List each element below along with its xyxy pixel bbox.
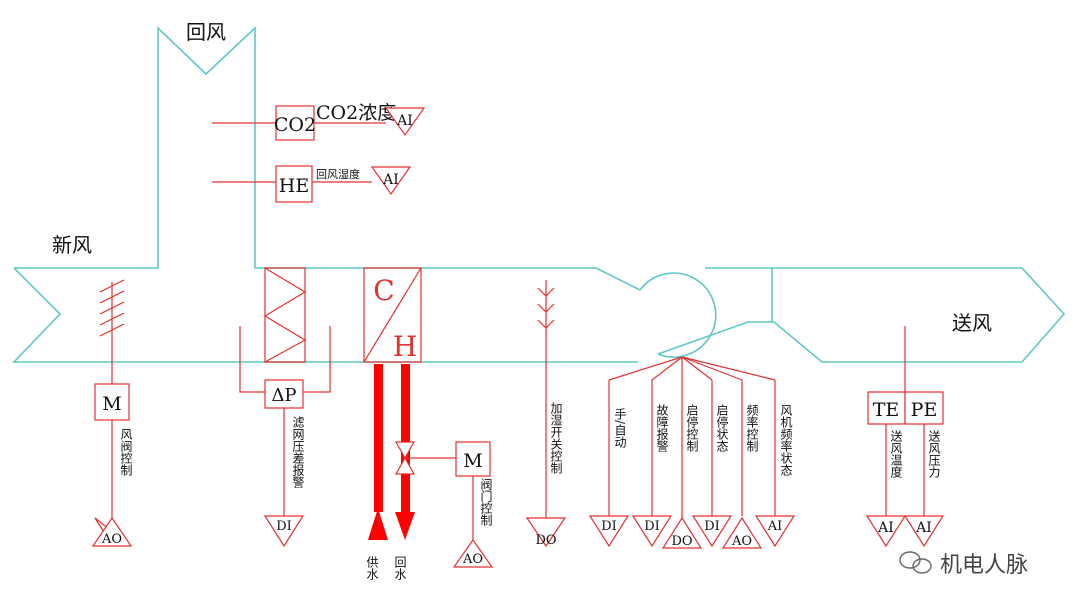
- filter: ΔP 滤网压差报警 DI: [239, 267, 331, 548]
- return-air-label: 回风: [186, 20, 226, 44]
- humidity-box-label: HE: [279, 175, 309, 197]
- fault-alarm-label: 故障报警: [655, 403, 669, 452]
- heating-label: H: [393, 330, 417, 363]
- start-stop-do-point: DO: [671, 534, 692, 549]
- damper-control-label: 风阀控制: [119, 428, 133, 476]
- co2-ai-point: AI: [396, 113, 413, 129]
- fan-signals: 手/自动 故障报警 启停控制 启停状态 频率控制 风机频率状态 DI DI DO…: [588, 356, 796, 549]
- humidifier: 加湿开关控制 DO: [525, 280, 567, 548]
- hand-auto-di-point: DI: [601, 519, 617, 534]
- return-humidity-label: 回风湿度: [316, 167, 360, 181]
- frequency-ao-point: AO: [731, 534, 752, 549]
- valve-icon: [394, 441, 416, 460]
- air-duct: [12, 26, 1066, 363]
- run-status-label: 启停状态: [715, 404, 729, 452]
- control-valve: M 阀门控制 AO: [394, 441, 494, 568]
- supply-air-label: 送风: [952, 311, 992, 335]
- supply-pressure-box-label: PE: [911, 399, 938, 421]
- diff-pressure-label: ΔP: [271, 385, 296, 406]
- run-status-di-point: DI: [704, 519, 720, 534]
- fan-frequency-status-label: 风机频率状态: [779, 404, 793, 476]
- valve-motor-label: M: [463, 450, 482, 472]
- watermark: 机电人脉: [899, 551, 1028, 578]
- valve-control-label: 阀门控制: [479, 478, 493, 526]
- supply-pressure-label: 送风压力: [927, 429, 941, 479]
- start-stop-control-label: 启停控制: [685, 404, 699, 452]
- humidifier-switch-label: 加湿开关控制: [549, 402, 563, 474]
- humidifier-do-point: DO: [535, 533, 556, 548]
- valve-ao-point: AO: [462, 552, 483, 567]
- frequency-control-label: 频率控制: [745, 404, 759, 452]
- filter-di-point: DI: [276, 519, 292, 534]
- supply-temp-ai-point: AI: [877, 520, 894, 536]
- co2-concentration-label: CO2浓度: [316, 102, 396, 124]
- return-water-label: 回水: [393, 556, 407, 580]
- supply-pressure-ai-point: AI: [915, 520, 932, 536]
- fresh-air-damper: M 风阀控制 AO: [91, 279, 133, 547]
- cooling-heating-coil: C H: [363, 267, 422, 363]
- supply-temp-label: 送风温度: [889, 429, 903, 478]
- co2-sensor: CO2 CO2浓度 AI: [212, 102, 426, 141]
- cooling-label: C: [373, 274, 394, 307]
- supply-water-arrow: [368, 508, 388, 540]
- wechat-icon: [899, 551, 932, 574]
- humidity-ai-point: AI: [382, 172, 399, 188]
- co2-box-label: CO2: [274, 114, 316, 136]
- watermark-text: 机电人脉: [940, 553, 1028, 578]
- supply-temp-box-label: TE: [873, 399, 900, 421]
- damper-motor-label: M: [102, 393, 121, 415]
- fault-di-point: DI: [644, 519, 660, 534]
- supply-water-label: 供水: [365, 556, 379, 580]
- fresh-air-label: 新风: [52, 233, 92, 257]
- filter-alarm-label: 滤网压差报警: [291, 416, 305, 488]
- humidity-sensor: HE 回风湿度 AI: [212, 165, 412, 203]
- water-pipes: 供水 回水: [365, 364, 415, 580]
- hand-auto-label: 手/自动: [613, 408, 627, 448]
- fan-frequency-ai-point: AI: [767, 519, 783, 534]
- return-water-arrow: [395, 512, 415, 540]
- damper-ao-point: AO: [101, 532, 122, 547]
- supply-air-sensors: TE PE 送风温度 送风压力 AI AI: [865, 326, 945, 548]
